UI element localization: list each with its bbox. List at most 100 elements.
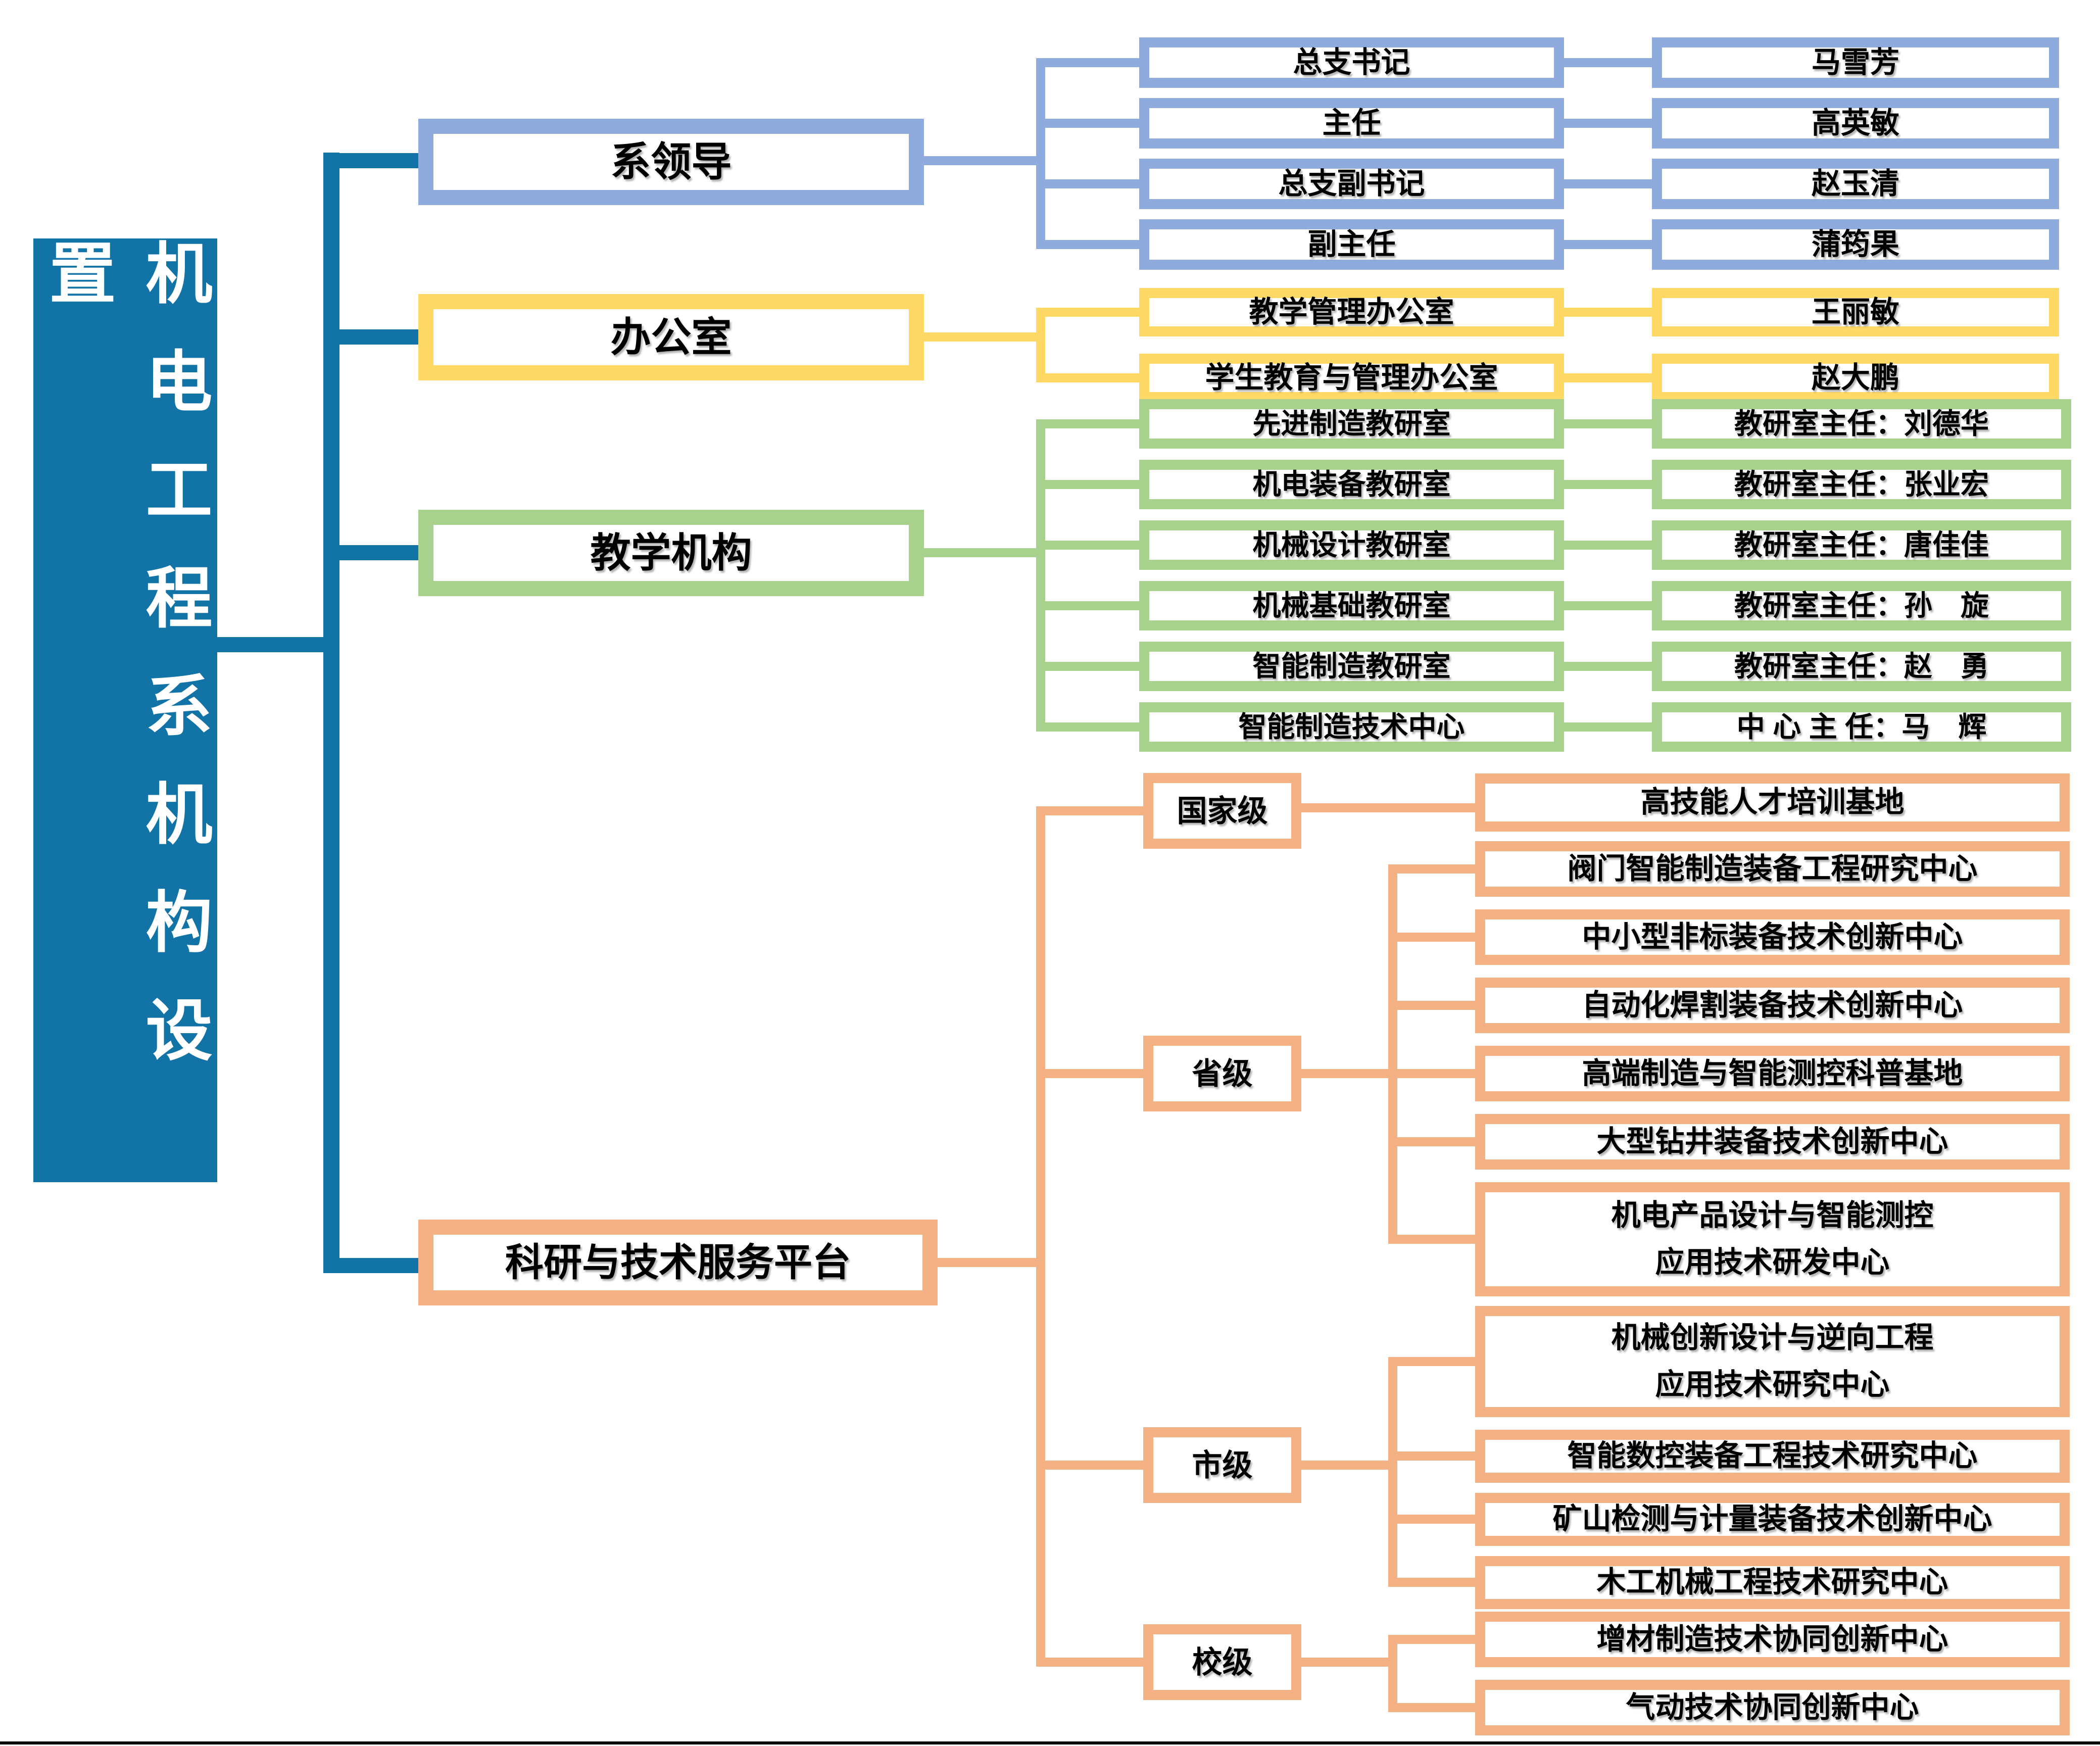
teaching-head-box-1: 教研室主任：张业宏 bbox=[1652, 460, 2071, 509]
connector-teaching-stub-3 bbox=[1045, 601, 1139, 610]
level-box-school: 校级 bbox=[1143, 1624, 1301, 1700]
connector-leadership-mid-0 bbox=[1564, 58, 1652, 67]
trunk-stub-leadership bbox=[339, 153, 418, 168]
branch-box-teaching: 教学机构 bbox=[418, 510, 924, 596]
position-box-0-label: 总支书记 bbox=[1293, 45, 1410, 79]
branch-box-leadership: 系领导 bbox=[418, 119, 924, 205]
teaching-head-box-0-label: 教研室主任：刘德华 bbox=[1734, 408, 1989, 440]
connector-leadership-stub-1 bbox=[1045, 119, 1139, 128]
leader-name-box-0-label: 马雪芳 bbox=[1811, 45, 1899, 79]
connector-teaching-mid-4 bbox=[1564, 662, 1652, 671]
connector-office-stub-0 bbox=[1045, 308, 1139, 317]
platform-box-school-0-label: 增材制造技术协同创新中心 bbox=[1596, 1622, 1948, 1656]
level-box-school-label: 校级 bbox=[1192, 1645, 1253, 1679]
position-box-1-label: 主任 bbox=[1322, 106, 1381, 139]
leader-name-box-2: 赵玉清 bbox=[1652, 159, 2059, 209]
platform-box-provincial-2: 自动化焊割装备技术创新中心 bbox=[1475, 978, 2070, 1033]
platform-box-municipal-2: 矿山检测与计量装备技术创新中心 bbox=[1475, 1492, 2070, 1546]
platform-box-national-0: 高技能人才培训基地 bbox=[1475, 773, 2070, 832]
connector-teaching-stub-2 bbox=[1045, 541, 1139, 550]
leader-name-box-3: 蒲筠果 bbox=[1652, 219, 2059, 270]
connector-office-stub-1 bbox=[1045, 373, 1139, 382]
connector-school-riser bbox=[1388, 1635, 1397, 1712]
position-box-2: 总支副书记 bbox=[1139, 159, 1564, 209]
connector-leadership-stub-3 bbox=[1045, 240, 1139, 249]
teaching-room-box-0: 先进制造教研室 bbox=[1139, 399, 1564, 449]
connector-level-stub-school bbox=[1045, 1658, 1143, 1667]
connector-municipal-out bbox=[1301, 1461, 1397, 1470]
trunk-title-connector bbox=[217, 637, 339, 652]
platform-box-school-1-label: 气动技术协同创新中心 bbox=[1626, 1690, 1919, 1724]
office-box-0: 教学管理办公室 bbox=[1139, 288, 1564, 336]
connector-provincial-item-stub-0 bbox=[1397, 864, 1475, 874]
office-staff-box-1-label: 赵大鹏 bbox=[1811, 361, 1899, 394]
platform-box-provincial-5-label-0: 机电产品设计与智能测控 bbox=[1611, 1199, 1934, 1232]
leader-name-box-3-label: 蒲筠果 bbox=[1811, 227, 1899, 261]
trunk-stub-office bbox=[339, 329, 418, 345]
position-box-3: 副主任 bbox=[1139, 219, 1564, 270]
platform-box-provincial-0: 阀门智能制造装备工程研究中心 bbox=[1475, 841, 2070, 897]
branch-box-office: 办公室 bbox=[418, 294, 924, 380]
platform-box-municipal-0-label-1: 应用技术研究中心 bbox=[1655, 1368, 1890, 1401]
level-box-provincial-label: 省级 bbox=[1192, 1056, 1253, 1091]
teaching-room-box-0-label: 先进制造教研室 bbox=[1252, 408, 1451, 440]
leader-name-box-2-label: 赵玉清 bbox=[1811, 167, 1899, 200]
platform-box-provincial-5: 机电产品设计与智能测控应用技术研发中心 bbox=[1475, 1182, 2070, 1296]
position-box-3-label: 副主任 bbox=[1307, 227, 1396, 261]
connector-leadership-mid-1 bbox=[1564, 119, 1652, 128]
connector-provincial-out bbox=[1301, 1069, 1397, 1078]
office-staff-box-0-label: 王丽敏 bbox=[1811, 295, 1899, 328]
branch-box-research: 科研与技术服务平台 bbox=[418, 1220, 938, 1305]
connector-leadership-riser bbox=[1036, 58, 1045, 249]
branch-label-office: 办公室 bbox=[610, 314, 732, 360]
teaching-head-box-4-label: 教研室主任：赵 勇 bbox=[1734, 650, 1989, 682]
level-box-national: 国家级 bbox=[1143, 773, 1301, 849]
connector-teaching-riser bbox=[1036, 419, 1045, 732]
teaching-room-box-4: 智能制造教研室 bbox=[1139, 642, 1564, 691]
platform-box-municipal-1: 智能数控装备工程技术研究中心 bbox=[1475, 1429, 2070, 1483]
branch-label-teaching: 教学机构 bbox=[590, 530, 752, 575]
teaching-room-box-1-label: 机电装备教研室 bbox=[1252, 468, 1451, 500]
connector-teaching-stub-0 bbox=[1045, 419, 1139, 428]
connector-teaching-stub-1 bbox=[1045, 480, 1139, 489]
teaching-room-box-4-label: 智能制造教研室 bbox=[1252, 650, 1451, 682]
trunk-stub-teaching bbox=[339, 545, 418, 560]
connector-teaching-stub-4 bbox=[1045, 662, 1139, 671]
position-box-1: 主任 bbox=[1139, 98, 1564, 149]
connector-teaching-mid-2 bbox=[1564, 541, 1652, 550]
connector-provincial-item-stub-2 bbox=[1397, 1001, 1475, 1010]
connector-teaching-main bbox=[924, 548, 1045, 557]
teaching-head-box-2-label: 教研室主任：唐佳佳 bbox=[1734, 529, 1989, 561]
teaching-head-box-3-label: 教研室主任：孙 旋 bbox=[1734, 590, 1989, 621]
office-staff-box-0: 王丽敏 bbox=[1652, 288, 2059, 336]
connector-teaching-mid-1 bbox=[1564, 480, 1652, 489]
platform-box-provincial-1-label: 中小型非标装备技术创新中心 bbox=[1582, 920, 1963, 953]
office-staff-box-1: 赵大鹏 bbox=[1652, 354, 2059, 402]
platform-box-municipal-0-label-0: 机械创新设计与逆向工程 bbox=[1611, 1321, 1934, 1354]
connector-leadership-mid-2 bbox=[1564, 179, 1652, 188]
connector-teaching-mid-0 bbox=[1564, 419, 1652, 428]
connector-office-mid-1 bbox=[1564, 373, 1652, 382]
connector-provincial-item-stub-4 bbox=[1397, 1137, 1475, 1146]
leader-name-box-0: 马雪芳 bbox=[1652, 37, 2059, 88]
connector-leadership-main bbox=[924, 156, 1045, 165]
teaching-head-box-2: 教研室主任：唐佳佳 bbox=[1652, 520, 2071, 570]
connector-level-stub-provincial bbox=[1045, 1069, 1143, 1078]
platform-box-national-0-label: 高技能人才培训基地 bbox=[1640, 785, 1904, 818]
teaching-head-box-0: 教研室主任：刘德华 bbox=[1652, 399, 2071, 449]
position-box-0: 总支书记 bbox=[1139, 37, 1564, 88]
teaching-room-box-2: 机械设计教研室 bbox=[1139, 520, 1564, 570]
trunk-vertical-line bbox=[323, 153, 339, 1273]
connector-national-item-line bbox=[1301, 803, 1475, 812]
bottom-border-line bbox=[0, 1741, 2100, 1744]
connector-provincial-item-stub-5 bbox=[1397, 1235, 1475, 1244]
platform-box-municipal-3-label: 木工机械工程技术研究中心 bbox=[1596, 1565, 1948, 1598]
platform-box-school-1: 气动技术协同创新中心 bbox=[1475, 1680, 2070, 1735]
connector-school-item-stub-0 bbox=[1397, 1635, 1475, 1644]
leader-name-box-1: 高英敏 bbox=[1652, 98, 2059, 149]
connector-office-mid-0 bbox=[1564, 308, 1652, 317]
platform-box-provincial-5-label-1: 应用技术研发中心 bbox=[1655, 1246, 1890, 1279]
connector-level-stub-municipal bbox=[1045, 1461, 1143, 1470]
platform-box-provincial-0-label: 阀门智能制造装备工程研究中心 bbox=[1567, 852, 1978, 885]
